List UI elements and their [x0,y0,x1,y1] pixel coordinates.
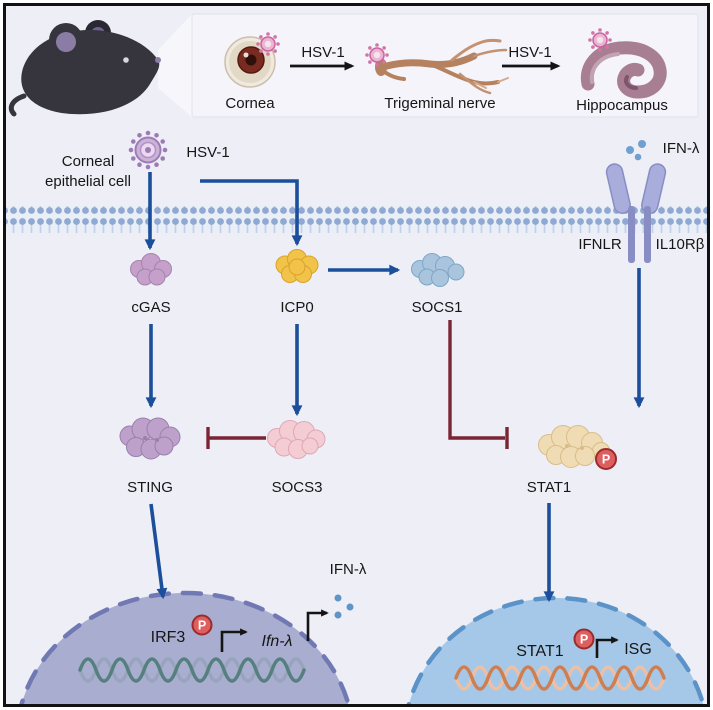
transcription-arrow-right [595,636,619,658]
secreted-ifn-label: IFN-λ [330,561,367,578]
cgas-label: cGAS [131,299,170,316]
socs3-sting-inhibition [206,427,266,449]
socs3-protein [267,420,326,459]
stat1-label: STAT1 [527,479,571,496]
sting-label: STING [127,479,173,496]
nerve-virus-icon [364,42,390,68]
cell-label-line2: epithelial cell [45,173,131,190]
svg-text:P: P [602,453,610,467]
svg-text:P: P [580,633,588,647]
socs3-label: SOCS3 [272,479,323,496]
mouse-eye [123,57,129,63]
nucleus-right [406,595,706,704]
cornea-label: Cornea [225,95,275,112]
zoom-beam [158,14,192,117]
hippocampus-illustration [580,41,667,99]
cgas-protein [130,253,172,286]
cell-membrane [6,206,707,233]
dna-helix-right [454,665,666,691]
icp0-protein [275,249,319,283]
stat1-nuclear-label: STAT1 [516,643,564,660]
nucleus-left [19,590,351,704]
hsv1-virus-icon [128,130,168,170]
isg-label: ISG [624,641,652,658]
socs1-stat1-inhibition [448,320,509,449]
hsv1-label: HSV-1 [186,144,229,161]
icp0-label: ICP0 [280,299,313,316]
trigeminal-nerve-illustration [375,38,509,95]
secreted-ifn-dots [334,594,354,619]
ifnl-receptor [605,163,667,263]
transcription-arrow-left [220,628,248,652]
sting-protein [119,417,181,460]
hippocampus-label: Hippocampus [576,97,668,114]
receptor-il10rb-label: IL10Rβ [656,236,705,253]
mouse-illustration [8,20,161,117]
svg-text:P: P [198,619,206,633]
hsv1-arrow1-label: HSV-1 [301,44,344,61]
cornea-illustration [224,36,276,88]
mouse-tail [8,93,27,117]
virus-icp0-arrow [200,179,303,247]
ifn-gene-label: Ifn-λ [262,633,293,650]
secretion-arrow [306,609,329,641]
irf3-phospho-badge: P [191,614,213,636]
sting-irf3-arrow [149,503,168,600]
ifn-lambda-ligand-dots [626,140,646,161]
mouse-nose [155,57,161,63]
cell-label-line1: Corneal [62,153,115,170]
figure-frame [3,3,710,707]
dna-helix-left [78,657,306,683]
hippocampus-virus-icon [587,27,613,53]
socs1-label: SOCS1 [412,299,463,316]
receptor-ifnlr-label: IFNLR [578,236,622,253]
stat1-nuclear-phospho-badge: P [573,628,595,650]
hsv1-arrow2-label: HSV-1 [508,44,551,61]
stat1-phospho-badge: P [595,448,617,470]
trigeminal-nerve-label: Trigeminal nerve [384,95,495,112]
socs1-protein [411,253,465,287]
irf3-label: IRF3 [151,629,186,646]
cornea-virus-icon [255,31,281,57]
ifn-lambda-label: IFN-λ [663,140,700,157]
